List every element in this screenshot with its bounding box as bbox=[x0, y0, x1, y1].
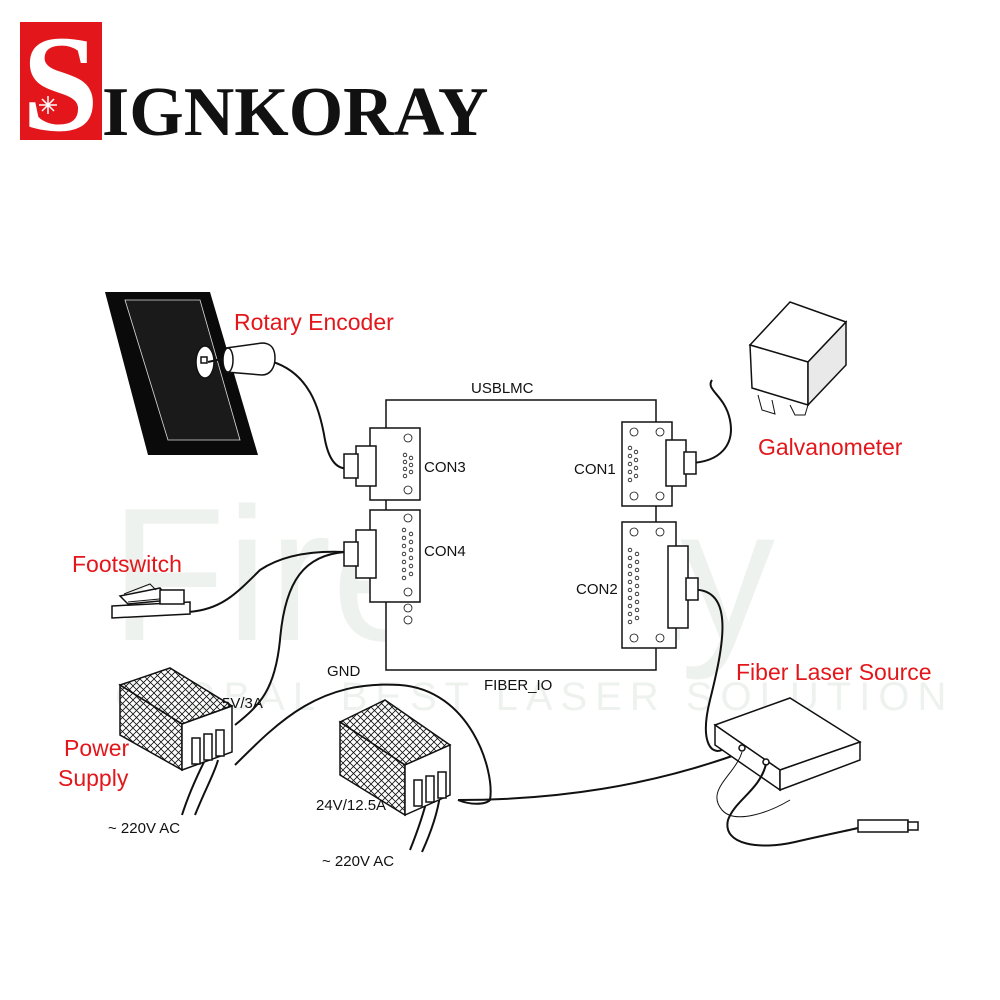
board-outline bbox=[385, 399, 657, 671]
rotary-encoder-device bbox=[105, 292, 276, 455]
con3-label: CON3 bbox=[424, 459, 466, 476]
label-galvanometer: Galvanometer bbox=[758, 434, 903, 460]
logo-star-icon bbox=[39, 96, 57, 114]
psu-small-rating: 5V/3A bbox=[222, 695, 263, 712]
con1-label: CON1 bbox=[574, 461, 616, 478]
connector-con3: CON3 bbox=[343, 427, 466, 501]
fiber-cable bbox=[726, 763, 859, 847]
board-top-label: USBLMC bbox=[471, 380, 534, 397]
controller-board: USBLMC FIBER_IO CON3 bbox=[343, 380, 699, 694]
connector-con1: CON1 bbox=[574, 421, 697, 507]
encoder-body bbox=[225, 342, 276, 376]
laser-head bbox=[857, 819, 909, 833]
gnd-label: GND bbox=[327, 663, 361, 680]
connector-con2: CON2 bbox=[576, 521, 699, 649]
board-bottom-label: FIBER_IO bbox=[484, 677, 552, 694]
brand-logo: S IGNKORAY bbox=[20, 7, 488, 160]
device-labels: Rotary Encoder Galvanometer Footswitch P… bbox=[58, 309, 932, 791]
label-footswitch: Footswitch bbox=[72, 551, 182, 577]
wire-encoder-con3 bbox=[265, 359, 351, 470]
psu-large-rating: 24V/12.5A bbox=[316, 797, 386, 814]
annotations: GND 5V/3A 24V/12.5A ~ 220V AC ~ 220V AC bbox=[108, 663, 394, 870]
connector-con4: CON4 bbox=[343, 509, 466, 625]
label-rotary-encoder: Rotary Encoder bbox=[234, 309, 394, 335]
wire-con4-psu-small bbox=[234, 551, 346, 726]
brand-name: IGNKORAY bbox=[102, 74, 488, 151]
con4-label: CON4 bbox=[424, 543, 466, 560]
con2-label: CON2 bbox=[576, 581, 618, 598]
logo-red-block bbox=[20, 22, 102, 140]
ac-label-right: ~ 220V AC bbox=[322, 853, 394, 870]
label-power-supply-line1: Power bbox=[64, 735, 130, 761]
label-power-supply-line2: Supply bbox=[58, 765, 129, 791]
psu-large-device bbox=[338, 699, 452, 817]
galvanometer-device bbox=[748, 301, 848, 416]
wire-con2-laser bbox=[687, 588, 724, 752]
ac-label-left: ~ 220V AC bbox=[108, 820, 180, 837]
wire-psu-large-laser bbox=[457, 754, 736, 801]
wire-con4-footswitch bbox=[187, 550, 346, 613]
wire-ac-left-b bbox=[194, 759, 219, 816]
logo-initial: S bbox=[22, 7, 99, 160]
footswitch-device bbox=[111, 583, 191, 619]
fiber-laser-device bbox=[713, 697, 919, 847]
label-fiber-laser: Fiber Laser Source bbox=[736, 659, 932, 685]
psu-small-device bbox=[118, 667, 234, 772]
wire-galvo-con1 bbox=[689, 379, 732, 464]
wire-gnd-psu-large bbox=[234, 683, 492, 805]
